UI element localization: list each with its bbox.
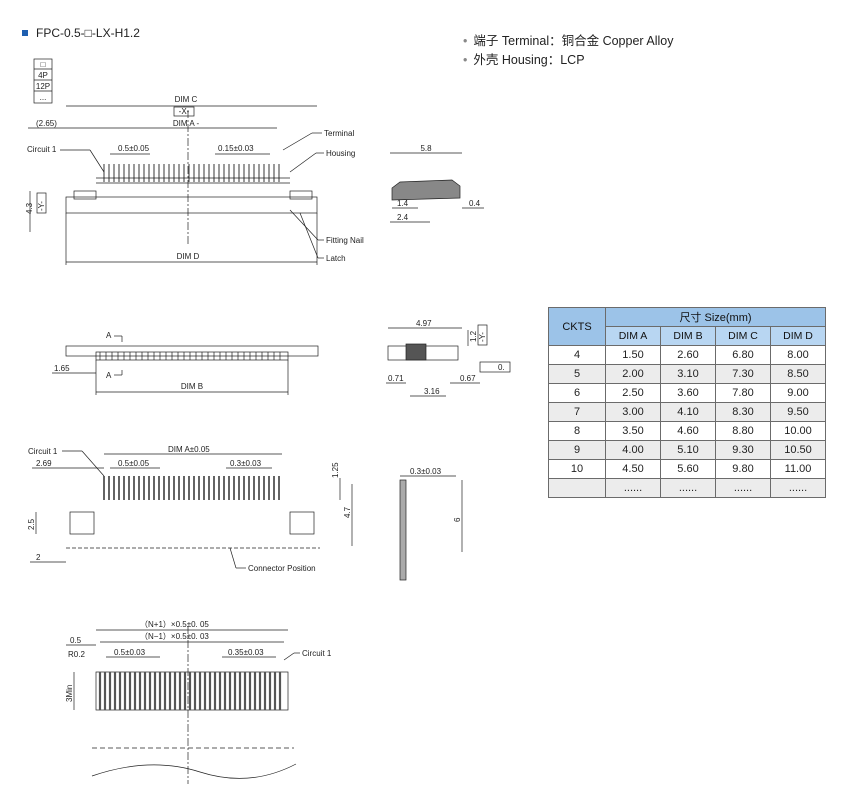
label-a-bottom: A: [106, 371, 112, 380]
label-2-5: 2.5: [27, 518, 36, 530]
bullet-dot-icon: •: [463, 34, 468, 48]
pin-count-box: □ 4P 12P ...: [33, 58, 53, 104]
label-dim-c: DIM C: [175, 95, 198, 104]
col-dim-b: DIM B: [660, 326, 716, 346]
label-fitting-nail: Fitting Nail: [326, 236, 364, 245]
size-table: CKTS 尺寸 Size(mm) DIM A DIM B DIM C DIM D…: [548, 307, 826, 498]
col-dim-c: DIM C: [715, 326, 771, 346]
label-circuit1-b: Circuit 1: [28, 447, 58, 456]
pin-box-blank: □: [41, 60, 46, 69]
fpc-side-view: 0.3±0.03 6: [399, 467, 463, 581]
label-4-97: 4.97: [416, 319, 432, 328]
label-0-5: 0.5: [70, 636, 82, 645]
label-1-65: 1.65: [54, 364, 70, 373]
label-pitch-015: 0.15±0.03: [218, 144, 254, 153]
col-ckts: CKTS: [548, 307, 606, 346]
label-circuit1: Circuit 1: [27, 145, 57, 154]
label-2-4: 2.4: [397, 213, 409, 222]
label-1-4: 1.4: [397, 199, 409, 208]
label-y-marker: -Y-: [37, 201, 46, 211]
label-5-8: 5.8: [420, 144, 432, 153]
label-2: 2: [36, 553, 41, 562]
label-dim-a-minus: DIM A -: [173, 119, 200, 128]
label-pitch-05: 0.5±0.05: [118, 144, 150, 153]
label-2-69: 2.69: [36, 459, 52, 468]
label-3-16: 3.16: [424, 387, 440, 396]
label-r0-2: R0.2: [68, 650, 85, 659]
label-0-4: 0.4: [469, 199, 481, 208]
square-bullet-icon: [22, 30, 28, 36]
label-0-71: 0.71: [388, 374, 404, 383]
label-circuit1-c: Circuit 1: [302, 649, 332, 658]
label-3min: 3Min: [65, 685, 74, 702]
label-housing: Housing: [326, 149, 355, 158]
model-label: FPC-0.5-□-LX-H1.2: [36, 26, 140, 40]
col-dim-a: DIM A: [605, 326, 661, 346]
label-a-top: A: [106, 331, 112, 340]
label-1-25: 1.25: [331, 462, 340, 478]
pin-box-more: ...: [40, 93, 47, 102]
label-dim-a-005: DIM A±0.05: [168, 445, 210, 454]
label-y-marker-2: -Y-: [478, 332, 487, 342]
spec-housing: •外壳 Housing：LCP: [463, 53, 585, 67]
fpc-footprint-view: （N+1）×0.5±0. 05 （N−1）×0.5±0. 03 0.5 R0.2…: [65, 620, 332, 784]
front-view: DIM C -X- DIM A - (2.65) Terminal Circui…: [25, 95, 364, 265]
label-0-67: 0.67: [460, 374, 476, 383]
pin-box-12p: 12P: [36, 82, 50, 91]
label-terminal: Terminal: [324, 129, 354, 138]
section-view: 4.97 1.2 -Y- 0. 0.71 3.16 0.67: [386, 319, 511, 397]
label-4-7: 4.7: [343, 506, 352, 518]
top-view: A A 1.65 DIM B: [52, 331, 319, 395]
col-size: 尺寸 Size(mm): [605, 307, 826, 327]
label-6: 6: [453, 517, 462, 522]
spec-terminal: •端子 Terminal：铜合金 Copper Alloy: [463, 34, 674, 48]
label-latch: Latch: [326, 254, 346, 263]
model-title: FPC-0.5-□-LX-H1.2: [22, 26, 140, 40]
pin-box-4p: 4P: [38, 71, 48, 80]
label-2-65: (2.65): [36, 119, 57, 128]
label-0-3: 0.3±0.03: [410, 467, 442, 476]
label-pitch-035: 0.35±0.03: [228, 648, 264, 657]
label-n1-plus: （N+1）×0.5±0. 05: [140, 620, 209, 629]
label-pitch-05c: 0.5±0.03: [114, 648, 146, 657]
label-4-3: 4.3: [25, 202, 34, 214]
label-n1-minus: （N−1）×0.5±0. 03: [140, 632, 209, 641]
label-x-marker: -X-: [179, 107, 190, 116]
label-pitch-03: 0.3±0.03: [230, 459, 262, 468]
label-connector-position: Connector Position: [248, 564, 316, 573]
side-view: 5.8 1.4 2.4 0.4: [390, 144, 484, 223]
table-row: ........................: [548, 478, 826, 498]
label-dim-b: DIM B: [181, 382, 203, 391]
label-dim-d: DIM D: [177, 252, 200, 261]
pcb-footprint-view: Circuit 1 DIM A±0.05 2.69 0.5±0.05 0.3±0…: [27, 445, 353, 573]
label-1-2: 1.2: [469, 330, 478, 342]
label-flat: 0.: [498, 363, 505, 372]
bullet-dot-icon: •: [463, 53, 468, 67]
col-dim-d: DIM D: [770, 326, 826, 346]
label-pitch-05b: 0.5±0.05: [118, 459, 150, 468]
